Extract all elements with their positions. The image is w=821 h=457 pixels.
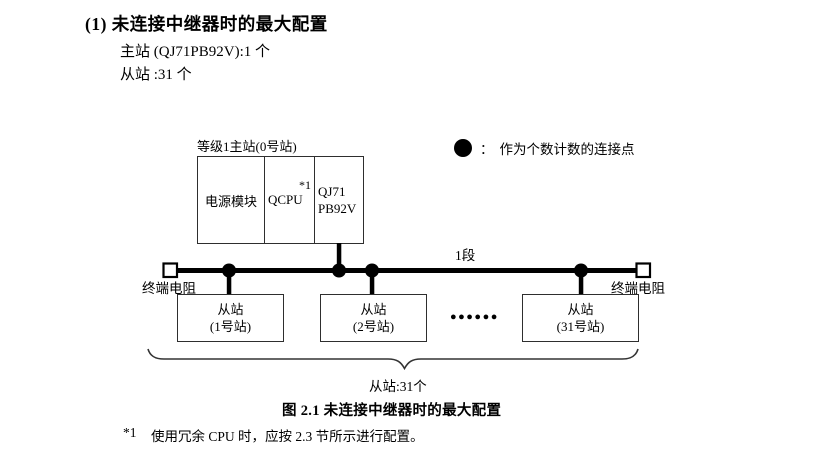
terminator-label-left: 终端电阻 [142,281,196,296]
segment-label: 1段 [455,248,476,263]
slave-count-line: 从站 :31 个 [120,67,192,83]
slave-station-box-2: 从站 (2号站) [320,294,427,342]
connection-point-icon [454,139,472,157]
slave-station-box-31: 从站 (31号站) [522,294,639,342]
terminator-label-right: 终端电阻 [611,281,665,296]
footnote-text: 使用冗余 CPU 时，应按 2.3 节所示进行配置。 [151,429,424,444]
slave1-drop-line [226,271,232,295]
qcpu-cell: *1 QCPU [265,157,315,243]
slave-name: 从站 [360,302,387,317]
slave31-drop-line [578,271,584,295]
connection-point-dot [332,263,346,278]
slave-station-box-1: 从站 (1号站) [177,294,284,342]
network-module-cell: QJ71 PB92V [315,157,363,243]
master-count-line: 主站 (QJ71PB92V):1 个 [120,44,271,60]
connection-point-dot [365,263,379,278]
connection-point-dot [574,263,588,278]
footnote-marker: *1 [123,425,137,440]
slave2-drop-line [369,271,375,295]
power-module-cell: 电源模块 [198,157,265,243]
omitted-slaves-ellipsis: ●●●●●● [450,311,499,323]
slave-number: (1号站) [209,319,252,334]
connection-point-dot [222,263,236,278]
figure-caption: 图 2.1 未连接中继器时的最大配置 [282,403,502,419]
network-module-line2: PB92V [318,201,357,216]
master-drop-line [336,243,342,270]
slave-name: 从站 [567,302,594,317]
network-module-line1: QJ71 [318,184,346,199]
qcpu-label: QCPU [268,192,303,207]
slave-count-brace-label: 从站:31个 [369,379,427,394]
master-station-label: 等级1主站(0号站) [197,139,297,154]
bus-line [170,268,644,273]
master-station-box: 电源模块 *1 QCPU QJ71 PB92V [197,156,364,244]
terminator-square-right [635,262,652,279]
slave-number: (31号站) [556,319,605,334]
slave-number: (2号站) [352,319,395,334]
legend-separator: ： [480,142,494,157]
section-heading: (1) 未连接中继器时的最大配置 [85,14,328,34]
legend-text: 作为个数计数的连接点 [499,142,635,157]
slave-name: 从站 [217,302,244,317]
qcpu-footnote-marker: *1 [299,178,311,192]
legend: ： 作为个数计数的连接点 [454,138,635,158]
slave-count-brace [147,348,639,371]
terminator-square-left [162,262,179,279]
